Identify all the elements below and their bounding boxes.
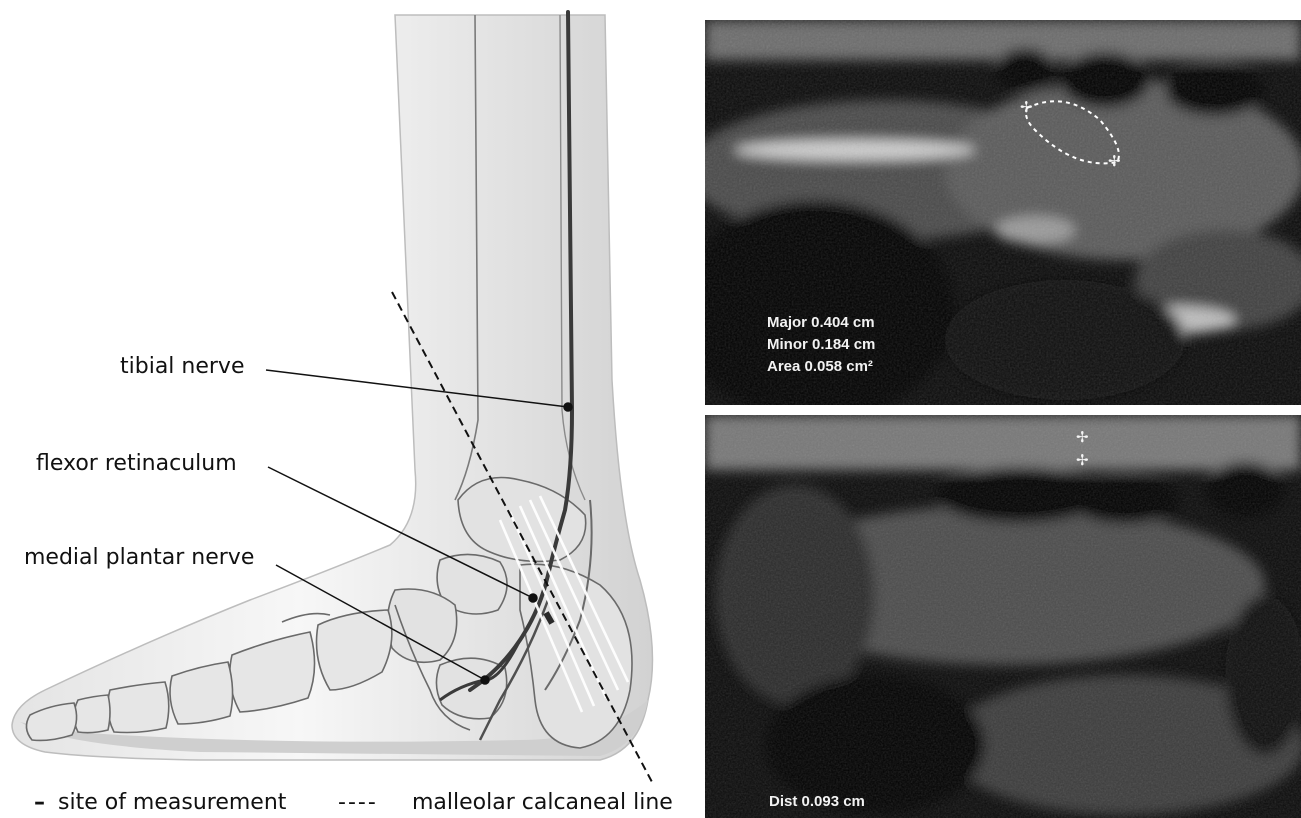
measurement-readout-top: Major 0.404 cm Minor 0.184 cm Area 0.058…	[767, 312, 875, 378]
crosshair-icon: ✢	[1076, 430, 1089, 445]
major-axis-value: Major 0.404 cm	[767, 312, 875, 334]
legend-site-symbol: –	[34, 790, 45, 815]
label-tibial-nerve: tibial nerve	[120, 354, 244, 379]
area-value: Area 0.058 cm²	[767, 356, 875, 378]
crosshair-icon: ✢	[1020, 100, 1033, 115]
crosshair-icon: ✢	[1108, 154, 1121, 169]
legend-site-text: site of measurement	[58, 790, 286, 815]
label-flexor-retinaculum: flexor retinaculum	[36, 451, 237, 476]
ankle-illustration	[0, 0, 700, 818]
minor-axis-value: Minor 0.184 cm	[767, 334, 875, 356]
ultrasound-image-bottom	[705, 415, 1301, 818]
ultrasound-panel-bottom: ✢ ✢ Dist 0.093 cm	[705, 415, 1301, 818]
distance-readout: Dist 0.093 cm	[769, 791, 865, 813]
ultrasound-panel-top: ✢ ✢ Major 0.404 cm Minor 0.184 cm Area 0…	[705, 20, 1301, 405]
legend-line-symbol: ----	[338, 790, 378, 815]
legend-line-text: malleolar calcaneal line	[412, 790, 673, 815]
label-medial-plantar-nerve: medial plantar nerve	[24, 545, 254, 570]
crosshair-icon: ✢	[1076, 453, 1089, 468]
